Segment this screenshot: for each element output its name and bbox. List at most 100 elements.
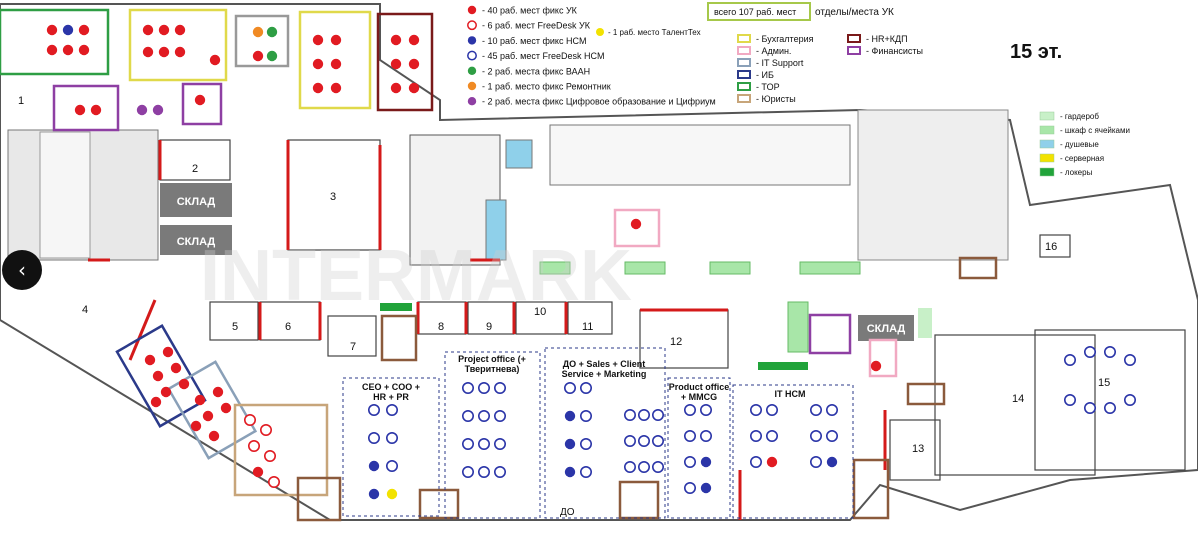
seat-dot [749, 429, 762, 442]
zone-legend-swatch [1039, 111, 1055, 121]
zone-do-line1: ДО + Sales + Client [563, 359, 645, 369]
open-space-zones [342, 347, 854, 519]
seat-dot [212, 386, 224, 398]
zone-legend-text: - локеры [1060, 168, 1093, 177]
zone-labels: CEO + COO + HR + PR Project office (+ Тв… [362, 354, 806, 518]
seat-dot [477, 437, 490, 450]
seat-dot [563, 381, 576, 394]
seat-dot [244, 413, 257, 426]
room-12: 12 [670, 336, 682, 348]
seat-dot [142, 46, 154, 58]
seat-dot [579, 465, 592, 478]
seat-dot [136, 104, 148, 116]
seat-dot [390, 58, 402, 70]
room-14: 14 [1012, 393, 1024, 405]
seat-dot [493, 381, 506, 394]
seat-dot [1124, 353, 1137, 366]
seat-dot [390, 34, 402, 46]
seat-dot [178, 378, 190, 390]
zone-legend-swatch [1039, 139, 1055, 149]
seat-dot [1084, 345, 1097, 358]
seat-dot [1124, 393, 1137, 406]
zone-product-line1: Product office [669, 382, 730, 392]
seat-dot [477, 381, 490, 394]
seat-dot [630, 218, 642, 230]
seat-legend-text: - 45 раб. мест FreeDesk HCM [482, 51, 605, 61]
seat-dot [408, 58, 420, 70]
seat-legend-marker [467, 5, 477, 15]
seat-dot [74, 104, 86, 116]
seat-dot [46, 44, 58, 56]
dept-legend-text: - Бухгалтерия [756, 34, 814, 44]
room-10: 10 [534, 306, 546, 318]
storage-label-3: СКЛАД [867, 323, 906, 335]
building-shell [0, 3, 1198, 521]
seat-legend-text: - 2 раб. места фикс ВААН [482, 66, 590, 76]
seat-dot [809, 429, 822, 442]
zone-project-line2: Тверитнева) [465, 364, 520, 374]
seat-dot [1104, 345, 1117, 358]
dept-legend-text: - ИБ [756, 70, 774, 80]
floor-label: 15 эт. [1010, 41, 1062, 63]
dept-legend-text: - Юристы [756, 94, 796, 104]
seat-dot [267, 475, 280, 488]
seat-dot [194, 394, 206, 406]
seat-dot [826, 456, 838, 468]
seat-legend-marker [467, 81, 477, 91]
seat-dot [461, 437, 474, 450]
prev-slide-button[interactable]: ‹ [2, 250, 42, 290]
seat-legend-text: - 1 раб. место фикс Ремонтник [482, 82, 611, 92]
seat-dot [220, 402, 232, 414]
storage-blocks: СКЛАД СКЛАД СКЛАД [160, 183, 914, 341]
seat-dot [683, 403, 696, 416]
seat-dot [579, 381, 592, 394]
seat-dot [330, 82, 342, 94]
zone-legend-text: - серверная [1060, 154, 1104, 163]
seat-dot [252, 50, 264, 62]
dept-legend-text: - TOP [756, 82, 780, 92]
seat-dot [367, 431, 380, 444]
room-11: 11 [582, 321, 593, 333]
dept-legend-swatch [737, 58, 751, 67]
seat-dot [408, 82, 420, 94]
seat-legend-text: - 2 раб. места фикс Цифровое образование… [482, 97, 716, 107]
seat-dot [312, 58, 324, 70]
seat-dot [579, 437, 592, 450]
room-8: 8 [438, 321, 444, 333]
seat-dot [699, 429, 712, 442]
seat-dot [367, 403, 380, 416]
dept-legend-swatch [737, 46, 751, 55]
dept-legend-swatch [847, 34, 861, 43]
zone-legend-text: - душевые [1060, 140, 1099, 149]
zone-legend-swatch [1039, 125, 1055, 135]
room-15: 15 [1098, 377, 1110, 389]
chevron-left-icon: ‹ [18, 258, 26, 282]
seat-dot [142, 24, 154, 36]
seat-dot [1104, 401, 1117, 414]
room-6: 6 [285, 321, 291, 333]
seat-dot [174, 24, 186, 36]
seat-dot [809, 403, 822, 416]
seat-dot [809, 455, 822, 468]
red-walls [88, 140, 887, 520]
zone-do-small: ДО [560, 507, 575, 518]
seat-dot [493, 409, 506, 422]
seat-dot [579, 409, 592, 422]
zone-legend: - гардероб- шкаф с ячейками- душевые- се… [1039, 111, 1130, 177]
seat-dot [1084, 401, 1097, 414]
seat-dot [651, 434, 664, 447]
total-box: всего 107 раб. мест [714, 7, 796, 17]
seat-dot [699, 403, 712, 416]
seat-dot [390, 82, 402, 94]
room-2: 2 [192, 163, 198, 175]
zone-ceo-line1: CEO + COO + [362, 382, 420, 392]
seat-dot [209, 54, 221, 66]
seat-dot [158, 24, 170, 36]
zone-it-hcm: IT HCM [775, 389, 806, 399]
seat-dot [266, 50, 278, 62]
zone-project-line1: Project office (+ [458, 354, 526, 364]
seat-dot [700, 482, 712, 494]
seat-dot [46, 24, 58, 36]
seat-dot [162, 346, 174, 358]
